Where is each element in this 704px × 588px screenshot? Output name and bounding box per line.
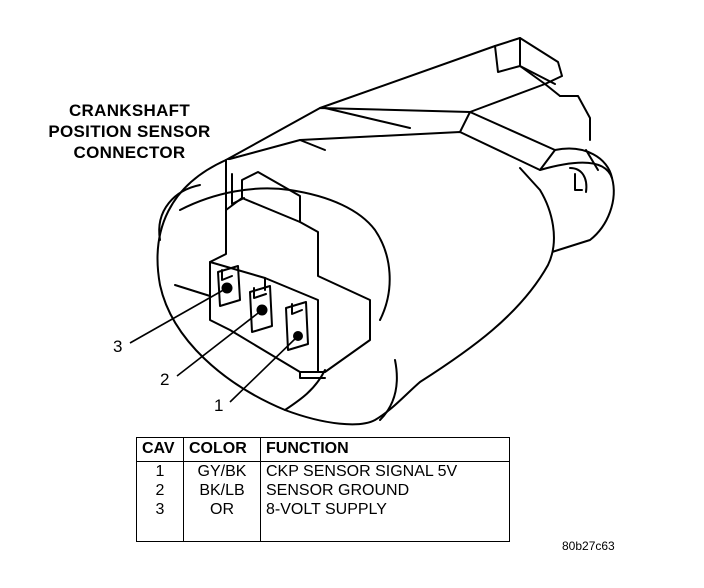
table-row: 3 OR 8-VOLT SUPPLY	[137, 500, 510, 542]
title-line-3: CONNECTOR	[73, 143, 186, 162]
figure-id: 80b27c63	[562, 539, 615, 553]
shell-rear-barrel	[509, 147, 615, 253]
header-cav: CAV	[136, 437, 184, 462]
pinout-table: CAV COLOR FUNCTION 1 GY/BK CKP SENSOR SI…	[136, 437, 510, 542]
leader-line-3	[129, 287, 228, 344]
table-header-row: CAV COLOR FUNCTION	[136, 437, 510, 462]
cell-cav: 1	[155, 463, 165, 480]
cavity-1	[285, 301, 309, 351]
cell-color: BK/LB	[183, 481, 261, 500]
pin-2-label: 2	[160, 370, 170, 389]
cavity-3	[217, 265, 241, 307]
leader-line-1	[229, 335, 299, 403]
table-row: 2 BK/LB SENSOR GROUND	[137, 481, 510, 500]
cell-color: GY/BK	[183, 461, 261, 481]
pin-1-label: 1	[214, 396, 224, 415]
diagram-title: CRANKSHAFT POSITION SENSOR CONNECTOR	[22, 100, 237, 163]
cell-color: OR	[183, 500, 261, 542]
cell-cav: 3	[155, 501, 165, 518]
cell-function: SENSOR GROUND	[260, 481, 510, 500]
cell-function: 8-VOLT SUPPLY	[260, 500, 510, 542]
latch-body	[319, 37, 591, 141]
shell-top-face	[225, 107, 556, 171]
leader-line-2	[176, 309, 263, 377]
cell-function: CKP SENSOR SIGNAL 5V	[260, 461, 510, 481]
title-line-2: POSITION SENSOR	[48, 122, 211, 141]
pin-3-label: 3	[113, 337, 123, 356]
header-color: COLOR	[183, 437, 261, 462]
shell-body	[156, 159, 555, 426]
title-line-1: CRANKSHAFT	[68, 101, 191, 120]
cell-cav: 2	[155, 482, 165, 499]
table-row: 1 GY/BK CKP SENSOR SIGNAL 5V	[137, 461, 510, 481]
header-function: FUNCTION	[260, 437, 510, 462]
